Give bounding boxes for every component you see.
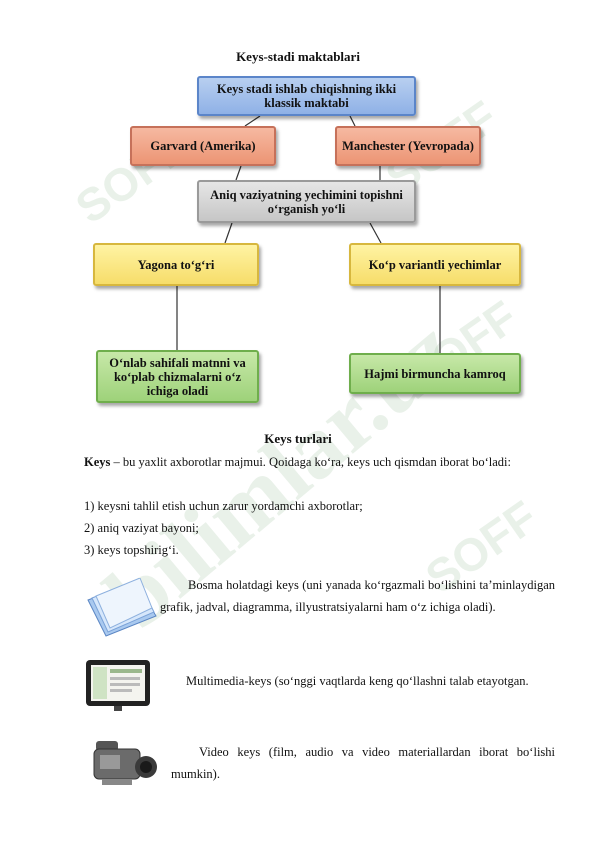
diagram-right-answer-box: Ko‘p variantli yechimlar bbox=[349, 243, 521, 286]
diagram-connectors bbox=[176, 115, 441, 353]
type-multimedia-text: Multimedia-keys (so‘nggi vaqtlarda keng … bbox=[186, 674, 529, 688]
diagram-top-box: Keys stadi ishlab chiqishning ikki klass… bbox=[197, 76, 416, 116]
type-video-text: Video keys (film, audio va video materia… bbox=[171, 745, 555, 781]
diagram-left-detail-box: O‘nlab sahifali matnni va ko‘plab chizma… bbox=[96, 350, 259, 403]
diagram-right-detail-box: Hajmi birmuncha kamroq bbox=[349, 353, 521, 394]
diagram-middle-box: Aniq vaziyatning yechimini topishni o‘rg… bbox=[197, 180, 416, 223]
printed-paper-icon bbox=[84, 577, 159, 638]
diagram-left-answer-box: Yagona to‘g‘ri bbox=[93, 243, 259, 286]
diagram-right-school-box: Manchester (Yevropada) bbox=[335, 126, 481, 166]
list-item: 2) aniq vaziyat bayoni; bbox=[84, 521, 199, 535]
intro-paragraph: Keys – bu yaxlit axborotlar majmui. Qoid… bbox=[40, 451, 555, 473]
type-printed-text: Bosma holatdagi keys (uni yanada ko‘rgaz… bbox=[160, 578, 555, 614]
page-title: Keys-stadi maktablari bbox=[236, 49, 360, 64]
intro-term: Keys bbox=[84, 455, 111, 469]
intro-text: – bu yaxlit axborotlar majmui. Qoidaga k… bbox=[110, 455, 511, 469]
list-item: 1) keysni tahlil etish uchun zarur yorda… bbox=[84, 499, 363, 513]
list-item: 3) keys topshirig‘i. bbox=[84, 543, 179, 557]
diagram-left-school-box: Garvard (Amerika) bbox=[130, 126, 276, 166]
section-title: Keys turlari bbox=[264, 431, 332, 446]
video-camera-icon bbox=[88, 737, 160, 789]
monitor-icon bbox=[84, 658, 154, 713]
